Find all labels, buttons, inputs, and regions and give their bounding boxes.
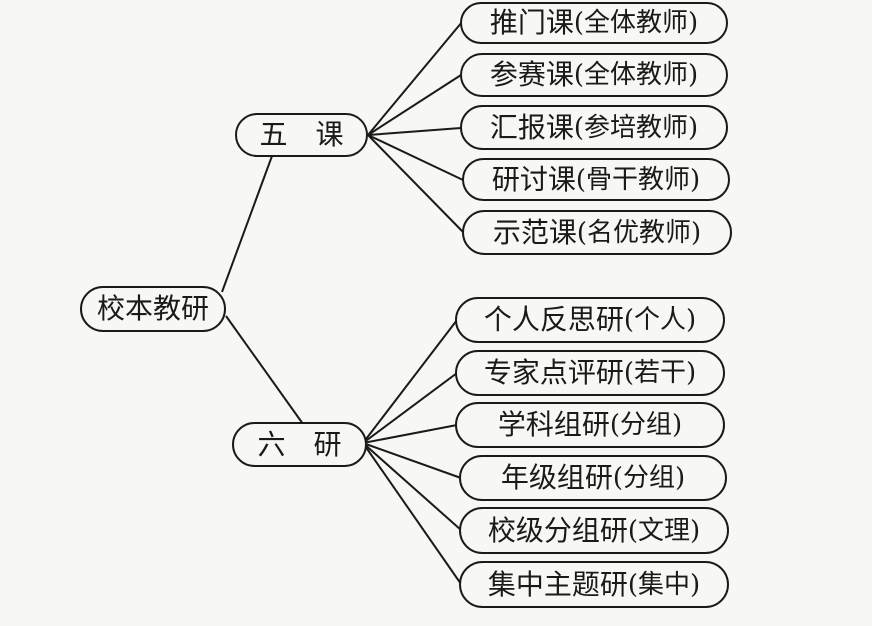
leaf-note: (个人) (623, 305, 697, 335)
connector-line (367, 127, 462, 136)
leaf-node: 个人反思研(个人) (455, 297, 725, 343)
connector-line (362, 319, 458, 444)
leaf-node: 研讨课(骨干教师) (462, 158, 730, 201)
leaf-note: (全体教师) (573, 60, 699, 90)
connector-line (367, 74, 462, 136)
leaf-name: 示范课 (492, 215, 577, 249)
leaf-name: 参赛课 (489, 58, 574, 91)
leaf-name: 专家点评研 (483, 356, 624, 389)
leaf-name: 汇报课 (489, 110, 574, 144)
leaf-note: (参培教师) (573, 112, 699, 143)
leaf-node: 汇报课(参培教师) (460, 105, 728, 150)
branch-label: 五 课 (259, 118, 344, 151)
leaf-note: (集中) (627, 569, 701, 600)
connector-line (367, 134, 464, 181)
leaf-name: 集中主题研 (487, 567, 628, 601)
connector-line (362, 442, 462, 479)
leaf-note: (若干) (623, 358, 697, 388)
leaf-name: 个人反思研 (483, 303, 624, 336)
leaf-note: (全体教师) (573, 8, 699, 38)
connector-line (362, 424, 458, 444)
leaf-node: 学科组研(分组) (455, 402, 725, 448)
leaf-note: (名优教师) (576, 217, 702, 248)
leaf-node: 专家点评研(若干) (455, 350, 725, 396)
leaf-node: 校级分组研(文理) (459, 507, 729, 554)
leaf-name: 推门课 (489, 6, 574, 39)
leaf-node: 参赛课(全体教师) (460, 53, 728, 97)
connector-line (362, 442, 462, 531)
leaf-note: (分组) (612, 463, 686, 493)
leaf-name: 学科组研 (497, 408, 610, 441)
leaf-node: 示范课(名优教师) (462, 210, 732, 255)
leaf-name: 研讨课 (491, 162, 576, 196)
leaf-node: 集中主题研(集中) (459, 561, 729, 608)
leaf-note: (文理) (627, 515, 701, 546)
leaf-note: (骨干教师) (575, 164, 701, 195)
connector-line (362, 372, 458, 444)
branch-label: 六 研 (257, 427, 342, 461)
leaf-node: 年级组研(分组) (459, 455, 727, 501)
connector-line (367, 134, 464, 233)
leaf-node: 推门课(全体教师) (460, 2, 728, 44)
leaf-name: 校级分组研 (487, 513, 628, 547)
root-node: 校本教研 (80, 286, 226, 332)
leaf-name: 年级组研 (500, 461, 613, 494)
leaf-note: (分组) (609, 410, 683, 440)
connector-line (225, 315, 304, 425)
connector-line (221, 155, 273, 293)
connector-line (367, 21, 463, 136)
root-label: 校本教研 (96, 292, 209, 325)
branch-node-wuke: 五 课 (235, 113, 368, 157)
connector-line (362, 442, 462, 585)
branch-node-liuyan: 六 研 (232, 422, 367, 467)
